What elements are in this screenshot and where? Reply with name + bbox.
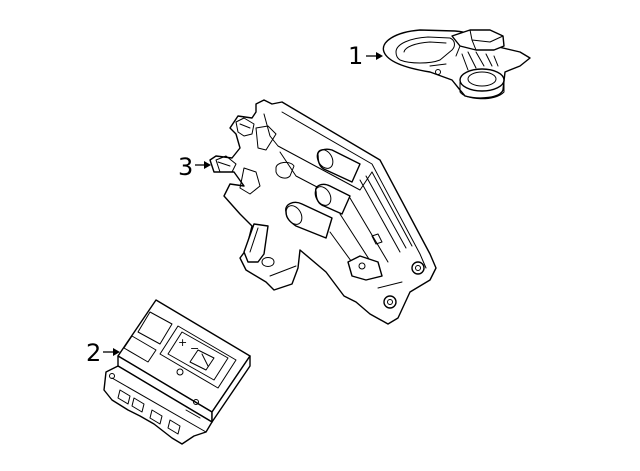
callout-arrow-3 xyxy=(204,161,211,169)
callout-3: 3 xyxy=(178,153,211,181)
callout-arrow-1 xyxy=(376,52,383,60)
part-3-bracket xyxy=(209,99,437,325)
callout-label-1: 1 xyxy=(348,42,363,70)
callout-1: 1 xyxy=(348,42,383,70)
part-1-sensor xyxy=(382,29,531,100)
plus-marking: + xyxy=(178,336,187,349)
callout-label-3: 3 xyxy=(178,153,193,181)
callout-2: 2 xyxy=(86,339,120,367)
minus-marking: − xyxy=(190,342,199,355)
callout-label-2: 2 xyxy=(86,339,101,367)
callout-arrow-2 xyxy=(113,348,120,356)
part-2-module: + − xyxy=(103,299,251,445)
